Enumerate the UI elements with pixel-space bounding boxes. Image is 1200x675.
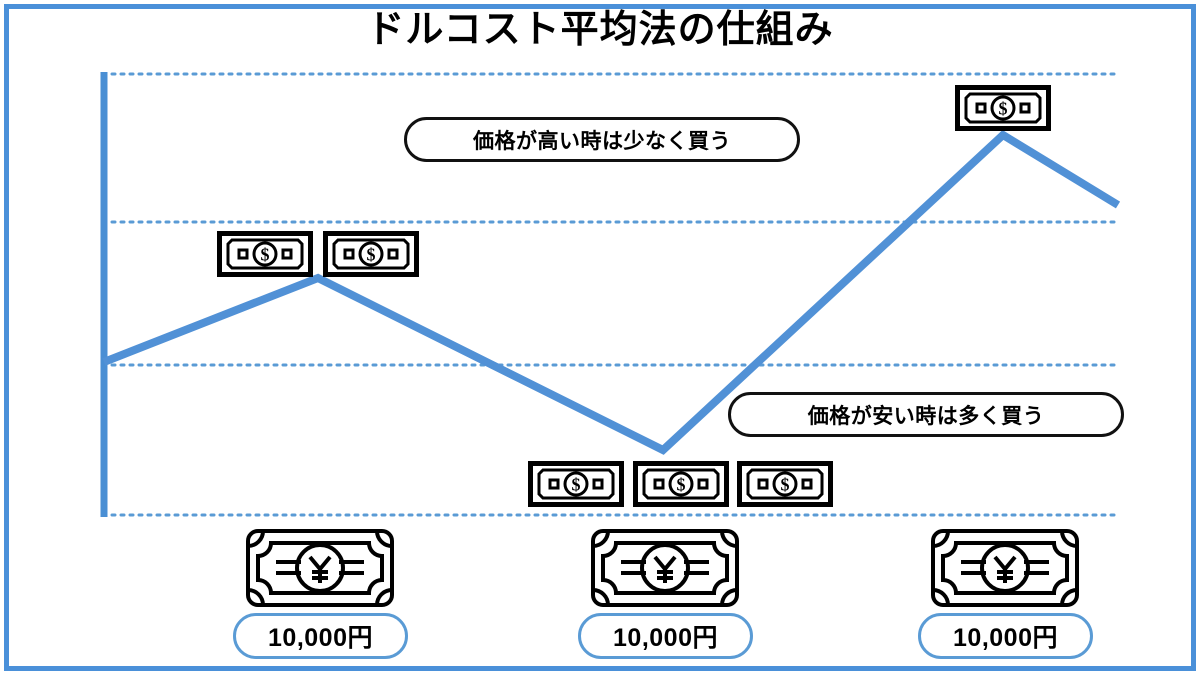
- yen-banknote-icon: [245, 528, 395, 613]
- callout-high-price-label: 価格が高い時は少なく買う: [473, 129, 731, 153]
- callout-high-price: 価格が高い時は少なく買う: [404, 117, 800, 162]
- page-title: ドルコスト平均法の仕組み: [366, 9, 834, 51]
- chart-price-line: [102, 130, 1121, 455]
- callout-low-price-label: 価格が安い時は多く買う: [807, 404, 1045, 428]
- amount-pill-3: 10,000円: [918, 613, 1093, 659]
- amount-pill-2: 10,000円: [578, 613, 753, 659]
- svg-text:$: $: [367, 245, 376, 265]
- dollar-banknote-icon: $: [323, 231, 419, 282]
- svg-text:$: $: [572, 475, 581, 495]
- dollar-banknote-icon: $: [955, 85, 1051, 136]
- amount-pill-1: 10,000円: [233, 613, 408, 659]
- dollar-banknote-icon: $: [633, 461, 729, 512]
- svg-text:$: $: [261, 245, 270, 265]
- amount-pill-1-label: 10,000円: [268, 624, 373, 652]
- yen-banknote-icon: [590, 528, 740, 613]
- dollar-banknote-icon: $: [217, 231, 313, 282]
- dollar-banknote-icon: $: [737, 461, 833, 512]
- dollar-banknote-icon: $: [528, 461, 624, 512]
- svg-text:$: $: [999, 99, 1008, 119]
- svg-text:$: $: [781, 475, 790, 495]
- yen-banknote-icon: [930, 528, 1080, 613]
- chart-gridlines: [101, 72, 1122, 517]
- callout-low-price: 価格が安い時は多く買う: [728, 392, 1124, 437]
- amount-pill-3-label: 10,000円: [953, 624, 1058, 652]
- amount-pill-2-label: 10,000円: [613, 624, 718, 652]
- svg-text:$: $: [677, 475, 686, 495]
